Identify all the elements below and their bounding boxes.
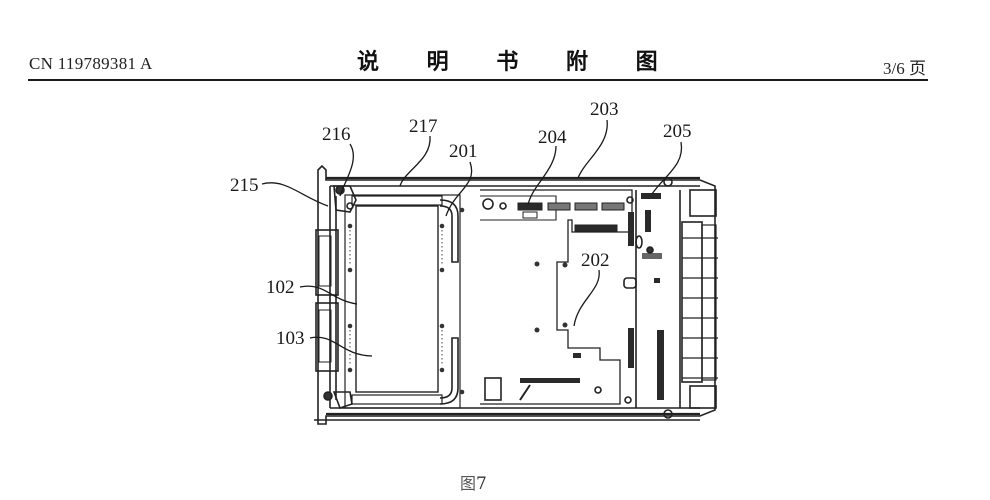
ref-label-203: 203 <box>590 99 619 120</box>
device-outline <box>314 164 718 425</box>
ic-components <box>520 193 664 400</box>
screw-holes <box>347 207 568 395</box>
ports <box>682 224 718 381</box>
figure-caption-prefix: 图 <box>460 474 477 493</box>
leader-217 <box>399 135 431 187</box>
ref-label-103: 103 <box>276 328 305 349</box>
ref-label-202: 202 <box>581 250 610 271</box>
section-title: 说 明 书 附 图 <box>357 50 678 75</box>
leader-216 <box>339 143 355 197</box>
corner-block-top <box>689 189 717 217</box>
leader-201 <box>445 161 473 217</box>
header-rule <box>28 79 928 81</box>
connector-upper <box>315 229 339 296</box>
patent-publication-number: CN 119789381 A <box>29 54 153 73</box>
ref-label-216: 216 <box>322 124 351 145</box>
heat-pipe-lower <box>439 337 459 405</box>
leader-203 <box>577 119 608 179</box>
heat-pipe-upper <box>439 199 459 263</box>
connector-row-top <box>517 202 625 232</box>
battery-cell <box>355 205 439 393</box>
ref-label-217: 217 <box>409 116 438 137</box>
main-board-outline <box>480 189 633 405</box>
ref-label-102: 102 <box>266 277 295 298</box>
ref-label-201: 201 <box>449 141 478 162</box>
leader-215 <box>261 182 329 207</box>
corner-block-bottom <box>689 385 717 409</box>
leader-lines <box>261 119 683 357</box>
ref-label-205: 205 <box>663 121 692 142</box>
leader-205 <box>651 141 683 195</box>
leader-202 <box>573 269 600 327</box>
ref-label-215: 215 <box>230 175 259 196</box>
figure-caption-number: 7 <box>476 474 487 494</box>
battery-bay <box>344 194 461 409</box>
leader-102 <box>299 285 358 305</box>
page-indicator: 3/6 页 <box>883 59 926 78</box>
figure-caption: 图7 <box>460 470 487 494</box>
ref-label-204: 204 <box>538 127 567 148</box>
leader-204 <box>527 145 557 206</box>
leader-103 <box>309 336 373 357</box>
